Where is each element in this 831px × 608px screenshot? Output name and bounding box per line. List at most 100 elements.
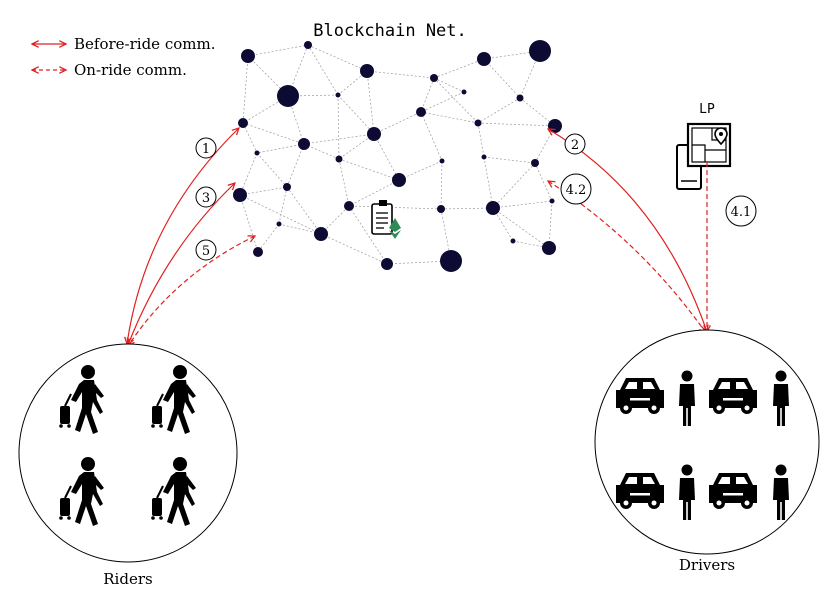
step-3-label: 3: [202, 191, 210, 206]
network-edge: [433, 77, 465, 93]
riders-label: Riders: [103, 570, 152, 588]
network-node: [439, 158, 445, 164]
legend-before-ride-label: Before-ride comm.: [74, 35, 215, 53]
network-edge: [366, 70, 375, 135]
network-edge: [320, 205, 350, 235]
network-node: [276, 221, 282, 227]
network-edge: [239, 152, 258, 196]
step-2-marker: 2: [564, 133, 586, 155]
network-edge: [433, 58, 485, 79]
network-node: [298, 138, 310, 150]
network-edge: [242, 122, 305, 145]
network-edge: [239, 194, 322, 235]
network-node: [367, 127, 381, 141]
network-node: [486, 201, 500, 215]
network-edge: [483, 156, 494, 209]
network-edge: [257, 223, 280, 253]
network-nodes: [233, 40, 562, 272]
network-edges: [239, 44, 556, 265]
network-node: [531, 159, 539, 167]
network-edge: [247, 55, 289, 97]
network-edge: [548, 200, 553, 249]
network-edge: [278, 223, 322, 235]
legend: Before-ride comm. On-ride comm.: [32, 35, 215, 79]
network-edge: [420, 111, 443, 162]
network-node: [542, 241, 556, 255]
network-node: [360, 64, 374, 78]
network-node: [477, 52, 491, 66]
network-node: [549, 198, 555, 204]
network-edge: [348, 179, 400, 207]
network-edge: [477, 122, 556, 127]
network-node: [430, 74, 438, 82]
network-edge: [492, 162, 536, 209]
network-edge: [398, 160, 443, 181]
network-edge: [477, 97, 521, 124]
riders-circle: [18, 343, 238, 563]
network-edge: [492, 207, 514, 242]
network-edge: [286, 186, 322, 235]
network-edge: [420, 77, 435, 113]
network-node: [253, 247, 263, 257]
step-1-label: 1: [202, 142, 210, 157]
network-edge: [278, 186, 288, 225]
step-4-1-label: 4.1: [731, 205, 752, 220]
network-edge: [348, 205, 442, 210]
lp-label: LP: [699, 102, 715, 117]
network-node: [344, 201, 354, 211]
network-edge: [477, 122, 485, 158]
network-node: [241, 49, 255, 63]
network-edge: [534, 162, 553, 202]
network-node: [335, 155, 343, 163]
step-markers: 1 3 5 2 4.2 4.1: [195, 133, 757, 261]
network-edge: [337, 94, 375, 135]
network-edge: [307, 44, 368, 72]
step-5-marker: 5: [195, 239, 217, 261]
network-node: [437, 205, 445, 213]
step-4-1-marker: 4.1: [725, 195, 757, 227]
network-node: [529, 40, 551, 62]
network-node: [516, 94, 524, 102]
network-node: [381, 258, 393, 270]
network-edge: [483, 156, 536, 164]
network-node: [233, 188, 247, 202]
drivers-group: Drivers: [594, 329, 820, 574]
network-node: [481, 154, 487, 160]
network-node: [277, 85, 299, 107]
step-2-label: 2: [571, 138, 579, 153]
step-3-marker: 3: [195, 186, 217, 208]
network-title: Blockchain Net.: [313, 21, 467, 41]
network-edge: [420, 111, 479, 124]
network-edge: [320, 233, 388, 265]
network-edge: [286, 143, 305, 188]
network-edge: [337, 94, 340, 160]
step-5-label: 5: [202, 244, 210, 259]
network-node: [510, 238, 516, 244]
network-edge: [242, 55, 249, 124]
network-edge: [366, 70, 435, 79]
network-edge: [440, 160, 443, 210]
network-edge: [492, 207, 550, 249]
network-edge: [348, 205, 388, 265]
drivers-label: Drivers: [679, 556, 735, 574]
communication-arrows: [127, 128, 707, 346]
network-node: [283, 183, 291, 191]
network-edge: [242, 122, 258, 154]
smart-contract-icon: [371, 200, 401, 239]
network-edge: [239, 186, 288, 196]
network-edge: [519, 97, 556, 127]
map-device-icon: [676, 122, 732, 190]
network-edge: [239, 194, 259, 253]
network-edge: [338, 158, 400, 181]
network-node: [416, 107, 426, 117]
step-4-2-label: 4.2: [566, 183, 587, 198]
network-node: [314, 227, 328, 241]
network-edge: [483, 50, 541, 60]
network-node: [474, 119, 482, 127]
network-node: [461, 89, 467, 95]
network-edge: [373, 111, 422, 135]
drivers-circle: [594, 329, 820, 555]
network-edge: [492, 200, 553, 209]
network-edge: [307, 44, 339, 96]
